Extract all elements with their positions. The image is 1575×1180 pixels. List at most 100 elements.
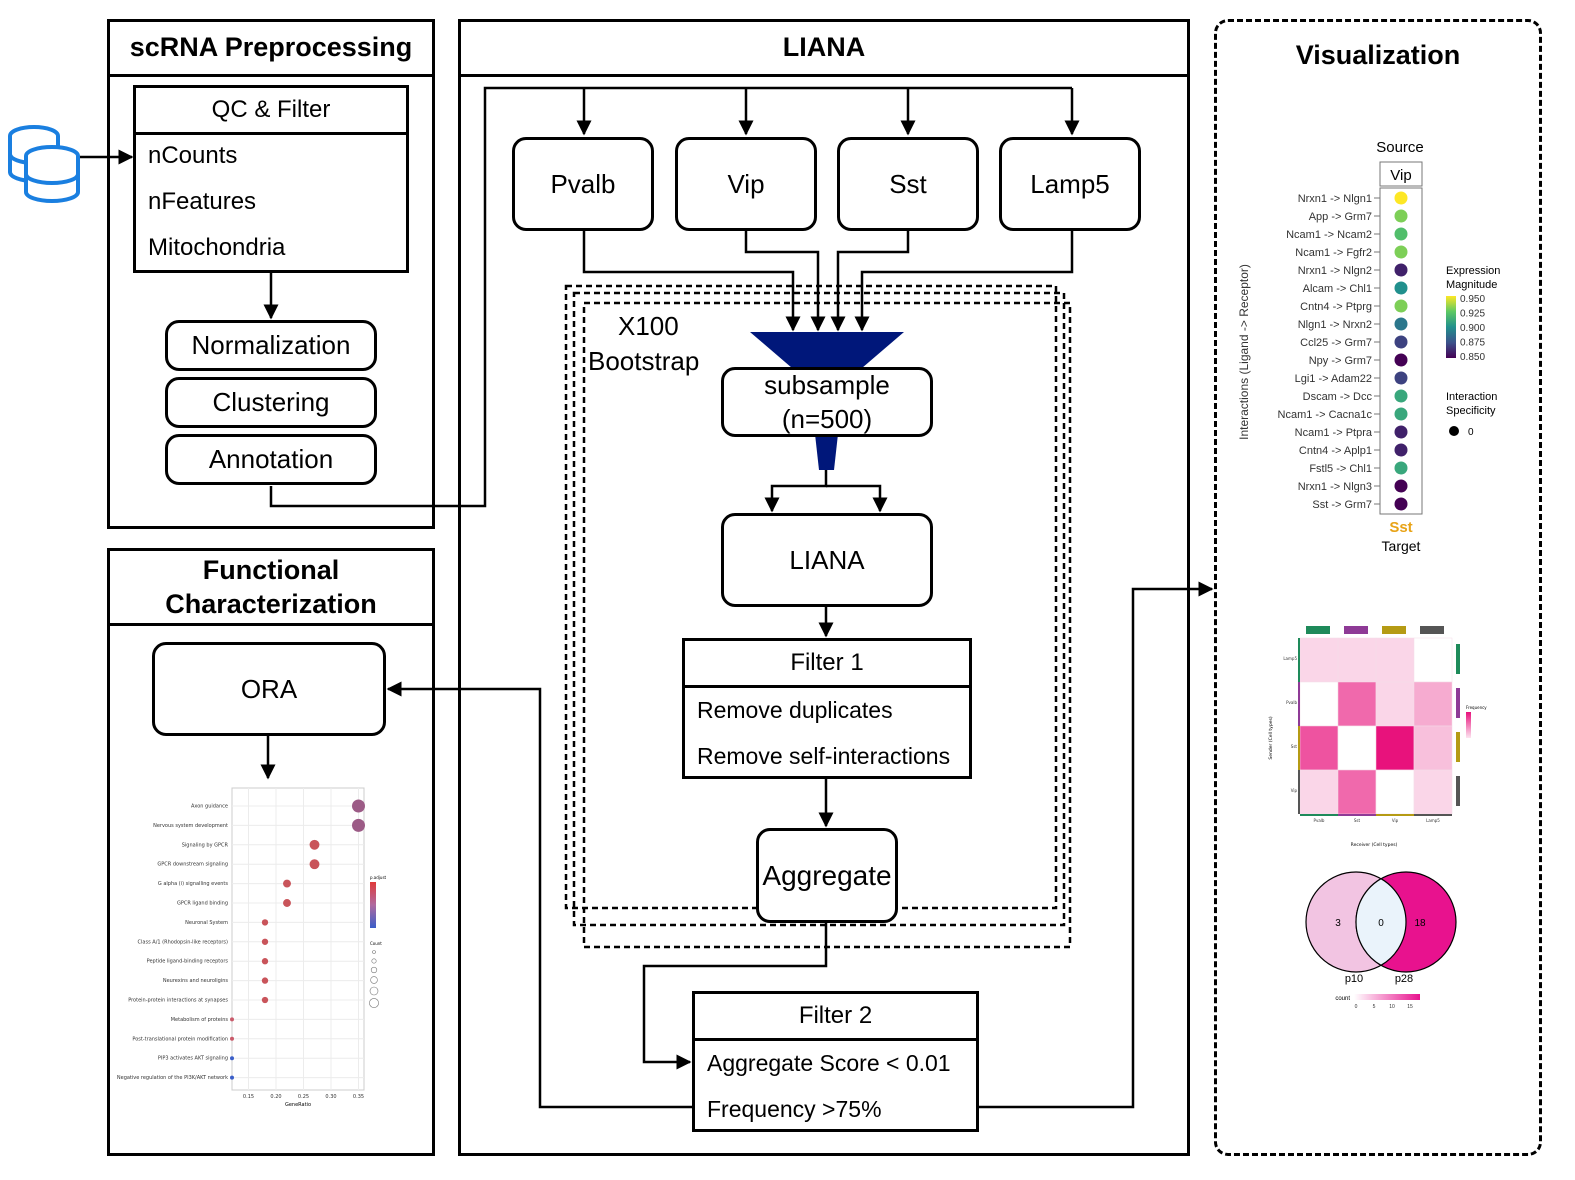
dotplot-dot bbox=[1394, 227, 1408, 241]
heatmap-cell bbox=[1375, 725, 1415, 771]
qc-filter-box: QC & Filter nCounts nFeatures Mitochondr… bbox=[133, 85, 409, 273]
dotplot-dot bbox=[1394, 407, 1408, 421]
dotplot-row-label: Nrxn1 -> Nlgn3 bbox=[1298, 481, 1372, 493]
ora-legend-title: p.adjust bbox=[370, 875, 387, 880]
arrow-annotation-to-liana bbox=[269, 86, 1072, 508]
dotplot-legend-tick: 0.950 bbox=[1460, 294, 1485, 305]
ora-dot bbox=[230, 1056, 234, 1061]
subsample-box: subsample (n=500) bbox=[721, 367, 933, 437]
dotplot-row-label: Dscam -> Dcc bbox=[1303, 391, 1373, 403]
dotplot-row-label: Nrxn1 -> Nlgn1 bbox=[1298, 193, 1372, 205]
subsample-label-line2: (n=500) bbox=[781, 404, 873, 434]
bootstrap-stack-back bbox=[564, 284, 1058, 910]
heatmap-side-strip bbox=[1298, 770, 1300, 814]
dotplot-dot bbox=[1394, 443, 1408, 457]
bootstrap-label-line2: Bootstrap bbox=[588, 346, 700, 376]
dotplot-legend-tick: 0.900 bbox=[1460, 323, 1485, 334]
heatmap-legend-bar bbox=[1466, 712, 1471, 738]
dotplot-dot bbox=[1394, 263, 1408, 277]
functional-title-line2: Characterization bbox=[165, 589, 377, 619]
heatmap-top-bar bbox=[1382, 626, 1406, 634]
dotplot-legend-title-2: Magnitude bbox=[1446, 279, 1497, 291]
venn-legend-tick: 5 bbox=[1373, 1004, 1376, 1010]
heatmap-bottom-strip bbox=[1414, 814, 1452, 816]
ora-term-label: PIP3 activates AKT signaling bbox=[158, 1056, 228, 1062]
ora-dot bbox=[261, 996, 269, 1004]
ora-dot bbox=[283, 879, 291, 888]
ora-term-label: GPCR ligand binding bbox=[177, 901, 228, 907]
ora-dot bbox=[352, 818, 365, 832]
heatmap-cell bbox=[1299, 637, 1339, 683]
dotplot-legend-tick: 0.850 bbox=[1460, 352, 1485, 363]
heatmap-row-label: Vip bbox=[1291, 788, 1298, 793]
dotplot-source-box bbox=[1379, 161, 1423, 187]
ora-count-title: Count bbox=[370, 941, 382, 946]
ora-dot bbox=[230, 1036, 234, 1041]
ora-xtick: 0.35 bbox=[353, 1094, 364, 1100]
heatmap-row-label: Lamp5 bbox=[1283, 656, 1297, 661]
heatmap-top-bar bbox=[1420, 626, 1444, 634]
heatmap-top-bar bbox=[1344, 626, 1368, 634]
dotplot-dot bbox=[1394, 335, 1408, 349]
ora-term-label: Neurexins and neuroligins bbox=[163, 978, 229, 984]
liana-step-box: LIANA bbox=[721, 513, 933, 607]
funnel-bottom bbox=[815, 434, 838, 470]
dotplot-row-label: App -> Grm7 bbox=[1309, 211, 1372, 223]
ora-term-label: Nervous system development bbox=[153, 823, 228, 829]
ora-term-label: Signaling by GPCR bbox=[182, 842, 229, 848]
dotplot-legend-title-1: Expression bbox=[1446, 265, 1500, 277]
heatmap-legend-title: Frequency bbox=[1466, 705, 1487, 710]
venn-left-value: 3 bbox=[1335, 918, 1341, 929]
subsample-label-line1: subsample bbox=[764, 370, 890, 400]
dotplot-dot bbox=[1394, 209, 1408, 223]
dotplot-row-label: Ncam1 -> Fgfr2 bbox=[1295, 247, 1372, 259]
dotplot-row-label: Nrxn1 -> Nlgn2 bbox=[1298, 265, 1372, 277]
ora-xtick: 0.25 bbox=[298, 1094, 309, 1100]
heatmap-cell bbox=[1413, 681, 1453, 727]
heatmap-row-label: Pvalb bbox=[1286, 700, 1297, 705]
dotplot-row-label: Cntn4 -> Ptprg bbox=[1300, 301, 1372, 313]
dotplot-source-value: Vip bbox=[1390, 167, 1411, 184]
database-icon bbox=[8, 125, 80, 203]
dotplot-row-label: Ncam1 -> Cacna1c bbox=[1278, 409, 1373, 421]
dotplot-dot bbox=[1394, 371, 1408, 385]
visualization-title: Visualization bbox=[1295, 40, 1461, 70]
filter2-item-score: Aggregate Score < 0.01 bbox=[707, 1050, 951, 1076]
cell-type-pvalb: Pvalb bbox=[512, 137, 654, 231]
heatmap-bottom-strip bbox=[1300, 814, 1338, 816]
heatmap-row-bar bbox=[1456, 644, 1460, 674]
ora-dot bbox=[261, 938, 269, 945]
ora-dot bbox=[230, 1017, 234, 1022]
visualization-panel: Visualization bbox=[1214, 19, 1542, 1156]
dotplot-dot bbox=[1394, 461, 1408, 475]
ora-xlabel: GeneRatio bbox=[285, 1102, 311, 1108]
preprocessing-panel: scRNA Preprocessing bbox=[107, 19, 435, 529]
ora-term-label: Axon guidance bbox=[191, 804, 228, 810]
ora-dot bbox=[261, 919, 269, 926]
heatmap-col-label: Sst bbox=[1354, 818, 1361, 823]
functional-title-line1: Functional bbox=[202, 555, 340, 585]
dotplot-spec-value: 0 bbox=[1468, 427, 1474, 438]
cell-type-sst: Sst bbox=[837, 137, 979, 231]
ora-dot bbox=[352, 799, 365, 813]
venn-legend-title: count bbox=[1335, 996, 1350, 1002]
dotplot-dot bbox=[1394, 299, 1408, 313]
dotplot-dot bbox=[1394, 479, 1408, 493]
dotplot-row-label: Ccl25 -> Grm7 bbox=[1300, 337, 1372, 349]
ora-xtick: 0.15 bbox=[243, 1094, 254, 1100]
ora-dot bbox=[230, 1075, 234, 1080]
dotplot-dot bbox=[1394, 317, 1408, 331]
heatmap-cell bbox=[1337, 725, 1377, 771]
ora-term-label: G alpha (i) signalling events bbox=[158, 881, 229, 887]
arrow-pvalb-to-funnel bbox=[582, 231, 801, 332]
heatmap-bottom-strip bbox=[1376, 814, 1414, 816]
dotplot-dot bbox=[1394, 245, 1408, 259]
heatmap-cell bbox=[1299, 681, 1339, 727]
heatmap-top-bar bbox=[1306, 626, 1330, 634]
ora-dot bbox=[261, 977, 269, 984]
dotplot-row-label: Fstl5 -> Chl1 bbox=[1309, 463, 1372, 475]
